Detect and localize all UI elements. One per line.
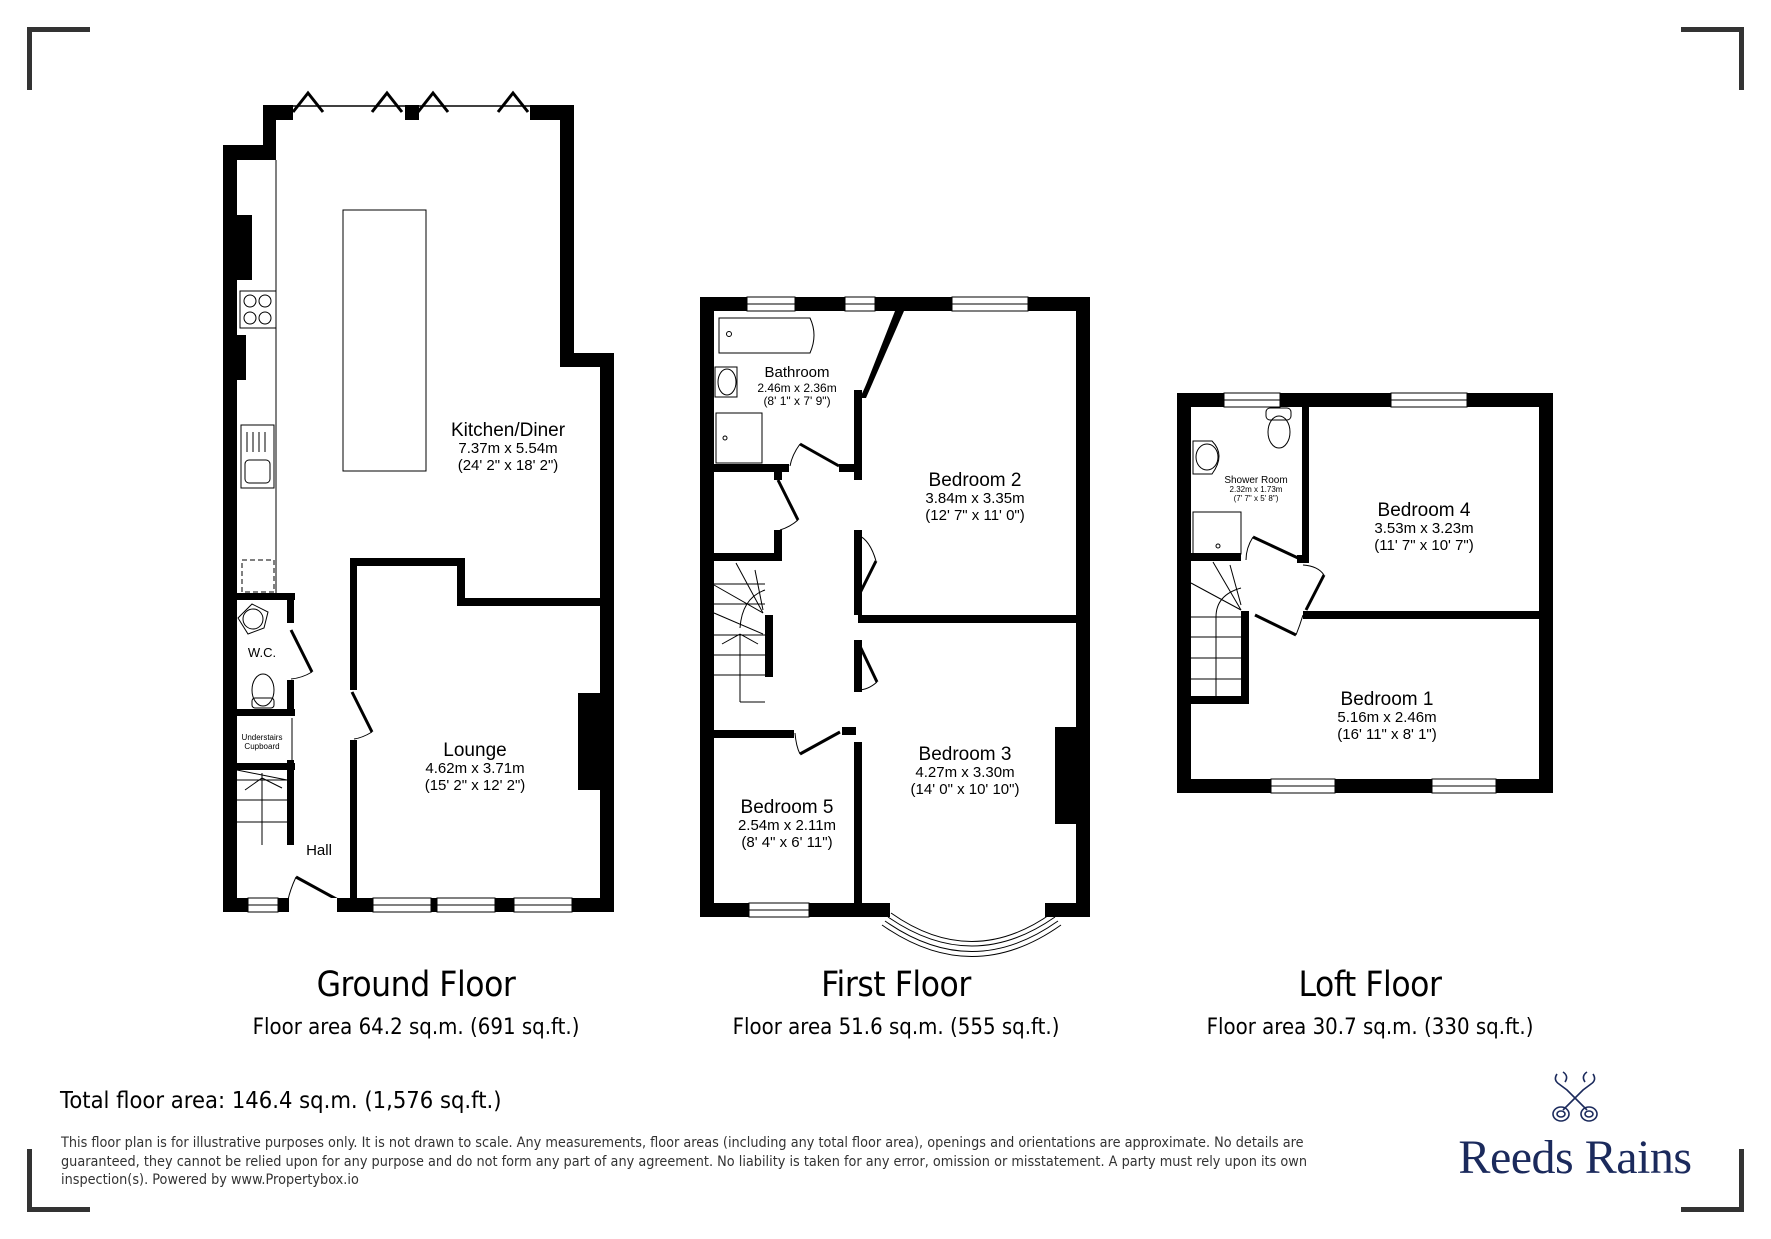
- room-metric: 2.32m x 1.73m: [1229, 485, 1283, 495]
- room-label-wc: W.C.: [247, 645, 277, 661]
- floor-title-first: First Floor Floor area 51.6 sq.m. (555 s…: [714, 965, 1077, 1040]
- room-label-bathroom: Bathroom 2.46m x 2.36m (8' 1" x 7' 9"): [757, 364, 837, 409]
- brand-logo: Reeds Rains: [1440, 1068, 1710, 1185]
- room-imperial: (16' 11" x 8' 1"): [1337, 726, 1437, 744]
- room-name: Lounge: [443, 740, 507, 761]
- room-label-shower-room: Shower Room 2.32m x 1.73m (7' 7" x 5' 8"…: [1224, 475, 1287, 504]
- room-imperial: (24' 2" x 18' 2"): [457, 457, 559, 475]
- floor-area: Floor area 64.2 sq.m. (691 sq.ft.): [252, 1015, 580, 1040]
- crossed-keys-icon: [1552, 1071, 1598, 1122]
- room-label-lounge: Lounge 4.62m x 3.71m (15' 2" x 12' 2"): [425, 740, 526, 795]
- corner-mark-bottom-left: [27, 1149, 90, 1212]
- room-metric: 4.62m x 3.71m: [425, 760, 525, 778]
- ground-floor-windows: [247, 897, 573, 913]
- floor-title-loft: Loft Floor Floor area 30.7 sq.m. (330 sq…: [1188, 965, 1551, 1040]
- room-imperial: (11' 7" x 10' 7"): [1374, 537, 1474, 555]
- room-imperial: (7' 7" x 5' 8"): [1233, 494, 1279, 504]
- room-imperial: (8' 1" x 7' 9"): [763, 394, 831, 409]
- room-label-kitchen-diner: Kitchen/Diner 7.37m x 5.54m (24' 2" x 18…: [451, 420, 565, 475]
- room-name: Bathroom: [764, 364, 830, 381]
- room-label-bedroom-1: Bedroom 1 5.16m x 2.46m (16' 11" x 8' 1"…: [1337, 689, 1436, 744]
- room-metric: 7.37m x 5.54m: [458, 440, 558, 458]
- room-name: Hall: [306, 842, 332, 859]
- room-metric: 4.27m x 3.30m: [915, 764, 1015, 782]
- first-floor-fixtures: [713, 317, 1062, 957]
- room-name: Bedroom 1: [1340, 689, 1434, 710]
- room-name: W.C.: [247, 645, 277, 660]
- room-imperial: (8' 4" x 6' 11"): [741, 834, 833, 852]
- total-floor-area: Total floor area: 146.4 sq.m. (1,576 sq.…: [60, 1088, 502, 1114]
- loft-floor-fixtures: [1190, 407, 1326, 696]
- disclaimer-text: This floor plan is for illustrative purp…: [61, 1135, 1307, 1188]
- room-name: Shower Room: [1224, 475, 1288, 486]
- brand-name: Reeds Rains: [1458, 1131, 1692, 1184]
- room-name-line1: Understairs: [241, 733, 283, 742]
- room-metric: 5.16m x 2.46m: [1337, 709, 1437, 727]
- room-name: Bedroom 2: [928, 470, 1022, 491]
- room-label-bedroom-4: Bedroom 4 3.53m x 3.23m (11' 7" x 10' 7"…: [1374, 500, 1473, 555]
- loft-floor-windows: [1223, 392, 1497, 794]
- room-label-bedroom-2: Bedroom 2 3.84m x 3.35m (12' 7" x 11' 0"…: [925, 470, 1024, 525]
- room-label-understairs-cupboard: Understairs Cupboard: [241, 733, 283, 752]
- floor-name: First Floor: [821, 965, 971, 1005]
- room-name-line2: Cupboard: [244, 741, 280, 751]
- corner-mark-top-right: [1681, 27, 1744, 90]
- ground-floor-plan: [223, 105, 614, 912]
- room-imperial: (14' 0" x 10' 10"): [910, 781, 1020, 799]
- floor-name: Ground Floor: [316, 965, 516, 1005]
- corner-mark-bottom-right: [1681, 1149, 1744, 1212]
- room-imperial: (15' 2" x 12' 2"): [424, 777, 526, 795]
- room-metric: 2.46m x 2.36m: [757, 380, 837, 395]
- floor-area: Floor area 30.7 sq.m. (330 sq.ft.): [1206, 1015, 1534, 1040]
- room-label-hall: Hall: [306, 842, 332, 860]
- room-name: Bedroom 5: [740, 797, 834, 818]
- floor-title-ground: Ground Floor Floor area 64.2 sq.m. (691 …: [234, 965, 597, 1040]
- room-name: Bedroom 3: [918, 744, 1012, 765]
- room-metric: 3.84m x 3.35m: [925, 490, 1025, 508]
- floor-name: Loft Floor: [1298, 965, 1442, 1005]
- room-metric: 2.54m x 2.11m: [737, 817, 837, 835]
- room-label-bedroom-5: Bedroom 5 2.54m x 2.11m (8' 4" x 6' 11"): [738, 797, 836, 852]
- room-name: Bedroom 4: [1377, 500, 1471, 521]
- room-label-bedroom-3: Bedroom 3 4.27m x 3.30m (14' 0" x 10' 10…: [911, 744, 1020, 799]
- room-name: Kitchen/Diner: [450, 420, 566, 441]
- room-imperial: (12' 7" x 11' 0"): [925, 507, 1025, 525]
- corner-mark-top-left: [27, 27, 90, 90]
- floor-area: Floor area 51.6 sq.m. (555 sq.ft.): [732, 1015, 1060, 1040]
- first-floor-windows: [746, 296, 1029, 918]
- ground-floor-fixtures: [236, 90, 530, 902]
- room-metric: 3.53m x 3.23m: [1374, 520, 1474, 538]
